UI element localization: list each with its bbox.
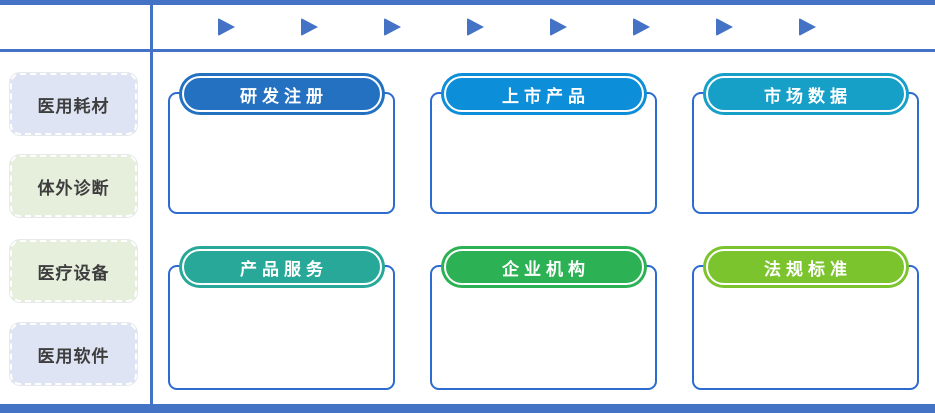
card-product-services: 产品服务 <box>168 249 395 390</box>
arrow-strip-divider-line <box>0 49 935 52</box>
play-arrow-icon <box>633 18 650 36</box>
card-enterprises-institutions: 企业机构 <box>430 249 657 390</box>
card-market-data: 市场数据 <box>692 76 919 214</box>
card-header-pill: 市场数据 <box>705 76 906 112</box>
card-title: 法规标准 <box>764 259 852 279</box>
sidebar-item-ivd: 体外诊断 <box>10 155 137 217</box>
bottom-border-bar <box>0 404 935 413</box>
card-header-pill: 上市产品 <box>443 76 644 112</box>
sidebar-item-medical-consumables: 医用耗材 <box>10 73 137 135</box>
sidebar-item-label: 医用耗材 <box>37 96 110 116</box>
top-border-line <box>0 0 935 5</box>
card-marketed-products: 上市产品 <box>430 76 657 214</box>
sidebar-item-label: 医用软件 <box>37 346 110 366</box>
arrow-strip <box>151 5 935 49</box>
sidebar-item-medical-devices: 医疗设备 <box>10 240 137 302</box>
play-arrow-icon <box>799 18 816 36</box>
play-arrow-icon <box>467 18 484 36</box>
sidebar-item-label: 体外诊断 <box>37 178 110 198</box>
card-header-pill: 研发注册 <box>181 76 382 112</box>
sidebar-item-medical-software: 医用软件 <box>10 323 137 385</box>
sidebar-item-label: 医疗设备 <box>37 263 110 283</box>
play-arrow-icon <box>384 18 401 36</box>
sidebar-divider-line <box>150 0 153 404</box>
play-arrow-icon <box>218 18 235 36</box>
card-header-pill: 产品服务 <box>181 249 382 285</box>
card-title: 企业机构 <box>502 259 590 279</box>
play-arrow-icon <box>550 18 567 36</box>
card-title: 市场数据 <box>764 86 852 106</box>
card-header-pill: 企业机构 <box>443 249 644 285</box>
card-rd-registration: 研发注册 <box>168 76 395 214</box>
card-header-pill: 法规标准 <box>705 249 906 285</box>
play-arrow-icon <box>716 18 733 36</box>
play-arrow-icon <box>301 18 318 36</box>
card-title: 研发注册 <box>240 86 328 106</box>
card-regulations-standards: 法规标准 <box>692 249 919 390</box>
card-title: 产品服务 <box>240 259 328 279</box>
card-title: 上市产品 <box>502 86 590 106</box>
